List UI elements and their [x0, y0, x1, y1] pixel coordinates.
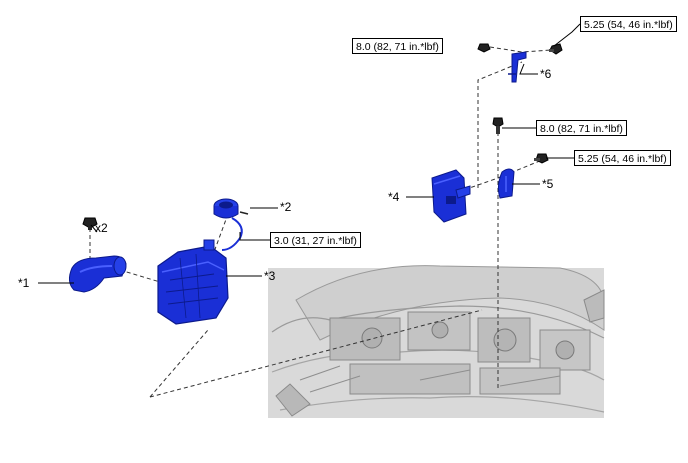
part-1-air-intake-duct	[68, 255, 127, 293]
callout-part-6: *6	[540, 67, 552, 81]
part-3-air-cleaner-case	[157, 239, 229, 325]
bolt-part-4	[492, 117, 504, 134]
callout-part-4: *4	[388, 190, 400, 204]
part-6-bracket	[508, 51, 527, 83]
bolt-part-6-right	[549, 43, 563, 55]
bolt-part-6-left	[477, 43, 491, 53]
part-5-bracket	[497, 168, 515, 199]
torque-label-part-6-left-bolt: 8.0 (82, 71 in.*lbf)	[352, 38, 443, 54]
torque-label-part-6-right-bolt: 5.25 (54, 46 in.*lbf)	[580, 16, 677, 32]
part-2-cap	[213, 198, 249, 251]
callout-leaders	[38, 23, 581, 284]
callout-quantity: x2	[95, 221, 108, 235]
callout-part-5: *5	[542, 177, 554, 191]
bolt-part-5	[534, 153, 549, 164]
torque-label-part-2-pipe: 3.0 (31, 27 in.*lbf)	[270, 232, 361, 248]
torque-label-part-4-bolt: 8.0 (82, 71 in.*lbf)	[536, 120, 627, 136]
torque-label-part-5-bolt: 5.25 (54, 46 in.*lbf)	[574, 150, 671, 166]
callout-part-3: *3	[264, 269, 276, 283]
callout-part-2: *2	[280, 200, 292, 214]
callout-part-1: *1	[18, 276, 30, 290]
part-4-control-unit	[431, 169, 471, 223]
clip-fastener	[82, 217, 98, 230]
engine-bay-illustration	[268, 265, 605, 418]
